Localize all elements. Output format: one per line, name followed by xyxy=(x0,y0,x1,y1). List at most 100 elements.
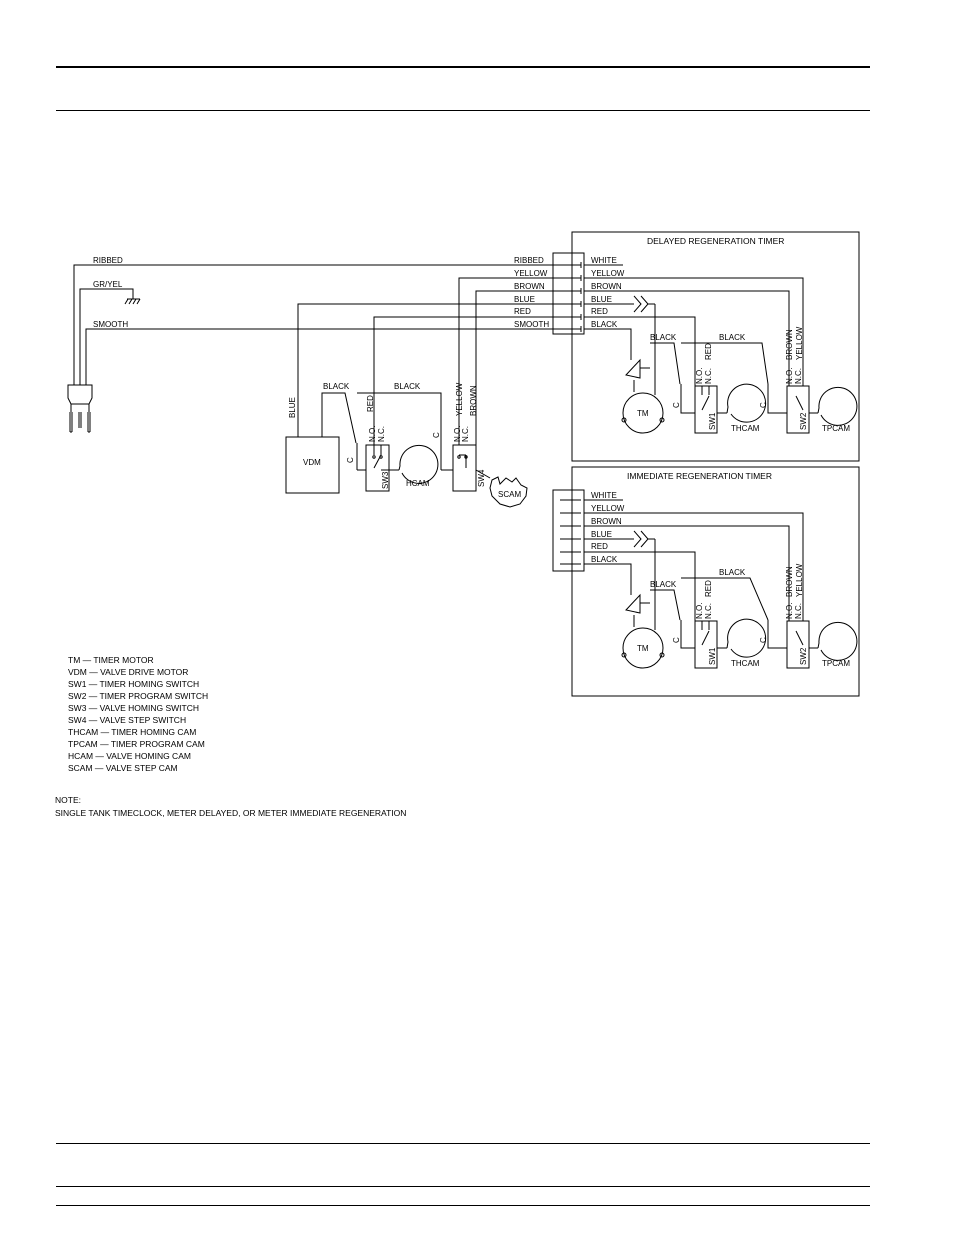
legend-item: TPCAM — TIMER PROGRAM CAM xyxy=(68,739,205,749)
sw4-nc-label: N.C. xyxy=(461,426,470,442)
legend-item: SCAM — VALVE STEP CAM xyxy=(68,763,178,773)
valve-drive-motor xyxy=(285,436,340,494)
it-sw2-no-label: N.O. xyxy=(785,603,794,619)
dt-right-white: WHITE xyxy=(591,256,617,265)
it-sw1-nc-label: N.C. xyxy=(704,603,713,619)
note-text: SINGLE TANK TIMECLOCK, METER DELAYED, OR… xyxy=(55,808,406,818)
hcam-label: HCAM xyxy=(406,479,430,488)
vdm-label: VDM xyxy=(303,458,321,467)
it-sw2-nc-label: N.C. xyxy=(794,603,803,619)
legend-item: THCAM — TIMER HOMING CAM xyxy=(68,727,196,737)
dt-thcam-label: THCAM xyxy=(731,424,760,433)
immediate-timer-program-switch: N.O. N.C. C SW2 xyxy=(759,603,818,669)
dt-sw2-yellow-label: YELLOW xyxy=(795,326,804,360)
delayed-timer-title: DELAYED REGENERATION TIMER xyxy=(647,236,784,246)
dt-tm-label: TM xyxy=(637,409,649,418)
legend-item: SW2 — TIMER PROGRAM SWITCH xyxy=(68,691,208,701)
dt-sw1-nc-label: N.C. xyxy=(704,368,713,384)
dt-tpcam-label: TPCAM xyxy=(822,424,850,433)
delayed-timer-program-cam: TPCAM xyxy=(817,386,858,433)
legend-item: VDM — VALVE DRIVE MOTOR xyxy=(68,667,188,677)
dt-sw1-no-label: N.O. xyxy=(695,368,704,384)
it-right-brown: BROWN xyxy=(591,517,622,526)
immediate-timer-title: IMMEDIATE REGENERATION TIMER xyxy=(627,471,772,481)
bottom-rule-thin xyxy=(56,1143,870,1144)
it-black-label-1: BLACK xyxy=(650,580,677,589)
sw3-label: SW3 xyxy=(381,471,390,489)
dt-right-brown: BROWN xyxy=(591,282,622,291)
vdm-blue-label: BLUE xyxy=(288,397,297,418)
sw4-label: SW4 xyxy=(477,469,486,487)
delayed-tm-plug-icon xyxy=(625,358,650,392)
it-sw2-brown-label: BROWN xyxy=(785,566,794,597)
it-tm-label: TM xyxy=(637,644,649,653)
it-sw1-no-label: N.O. xyxy=(695,603,704,619)
dt-left-brown: BROWN xyxy=(514,282,545,291)
dt-left-red: RED xyxy=(514,307,531,316)
dt-left-ribbed: RIBBED xyxy=(514,256,544,265)
dt-right-red: RED xyxy=(591,307,608,316)
bottom-rule-thick xyxy=(56,1186,870,1187)
legend-item: SW4 — VALVE STEP SWITCH xyxy=(68,715,186,725)
immediate-timer-motor: TM xyxy=(621,627,665,669)
sw3-red-label: RED xyxy=(366,395,375,412)
sw3-c-label: C xyxy=(346,457,355,463)
it-thcam-label: THCAM xyxy=(731,659,760,668)
top-rule-thin xyxy=(56,110,870,111)
immediate-timer-homing-cam: THCAM xyxy=(726,618,767,668)
plug-icon xyxy=(67,384,93,433)
dt-right-yellow: YELLOW xyxy=(591,269,625,278)
sw4-c-label: C xyxy=(432,432,441,438)
ground-symbol xyxy=(124,298,141,305)
it-sw1-label: SW1 xyxy=(708,647,717,665)
dt-right-black: BLACK xyxy=(591,320,618,329)
sw4-no-label: N.O. xyxy=(453,426,462,442)
dt-left-smooth: SMOOTH xyxy=(514,320,549,329)
sw3-nc-label: N.C. xyxy=(377,426,386,442)
delayed-timer-program-switch: N.O. N.C. C SW2 xyxy=(759,368,818,434)
dt-sw1-label: SW1 xyxy=(708,412,717,430)
immediate-connector xyxy=(552,489,585,572)
dt-left-yellow: YELLOW xyxy=(514,269,548,278)
smooth-label: SMOOTH xyxy=(93,320,128,329)
sw4-yellow-label: YELLOW xyxy=(455,382,464,416)
note-label: NOTE: xyxy=(55,795,81,805)
it-sw1-red-label: RED xyxy=(704,580,713,597)
top-rule-thick xyxy=(56,66,870,68)
it-tpcam-label: TPCAM xyxy=(822,659,850,668)
it-right-red: RED xyxy=(591,542,608,551)
delayed-coupling-icon xyxy=(633,295,656,395)
dt-sw2-brown-label: BROWN xyxy=(785,329,794,360)
dt-black-label-1: BLACK xyxy=(650,333,677,342)
sw3-no-label: N.O. xyxy=(368,426,377,442)
delayed-timer-frame xyxy=(571,231,860,462)
immediate-timer-frame xyxy=(571,466,860,697)
it-right-white: WHITE xyxy=(591,491,617,500)
legend-item: HCAM — VALVE HOMING CAM xyxy=(68,751,191,761)
delayed-timer-motor: TM xyxy=(621,392,665,434)
delayed-connector-pins xyxy=(560,262,582,332)
dt-sw2-label: SW2 xyxy=(799,412,808,430)
immediate-tm-plug-icon xyxy=(625,593,650,627)
valve-homing-cam: HCAM xyxy=(398,444,439,488)
legend: TM — TIMER MOTOR VDM — VALVE DRIVE MOTOR… xyxy=(68,655,208,773)
legend-item: SW1 — TIMER HOMING SWITCH xyxy=(68,679,199,689)
dt-sw2-c-label: C xyxy=(759,402,768,408)
valve-section: VDM BLUE BLACK BLACK N.O. N.C. RED C SW3 xyxy=(285,277,560,508)
valve-step-switch: N.O. N.C. YELLOW BROWN C SW4 xyxy=(432,382,491,492)
dt-sw1-red-label: RED xyxy=(704,343,713,360)
delayed-timer-homing-switch: N.O. N.C. C SW1 xyxy=(672,368,727,434)
it-right-blue: BLUE xyxy=(591,530,612,539)
dt-sw2-no-label: N.O. xyxy=(785,368,794,384)
bottom-rule-base xyxy=(56,1205,870,1206)
it-sw2-label: SW2 xyxy=(799,647,808,665)
it-sw1-c-label: C xyxy=(672,637,681,643)
dt-black-label-2: BLACK xyxy=(719,333,746,342)
legend-item: SW3 — VALVE HOMING SWITCH xyxy=(68,703,199,713)
dt-right-blue: BLUE xyxy=(591,295,612,304)
note: NOTE: SINGLE TANK TIMECLOCK, METER DELAY… xyxy=(55,795,406,818)
valve-homing-switch: N.O. N.C. RED C SW3 xyxy=(346,395,399,492)
valve-black-label-1: BLACK xyxy=(323,382,350,391)
it-sw2-yellow-label: YELLOW xyxy=(795,563,804,597)
